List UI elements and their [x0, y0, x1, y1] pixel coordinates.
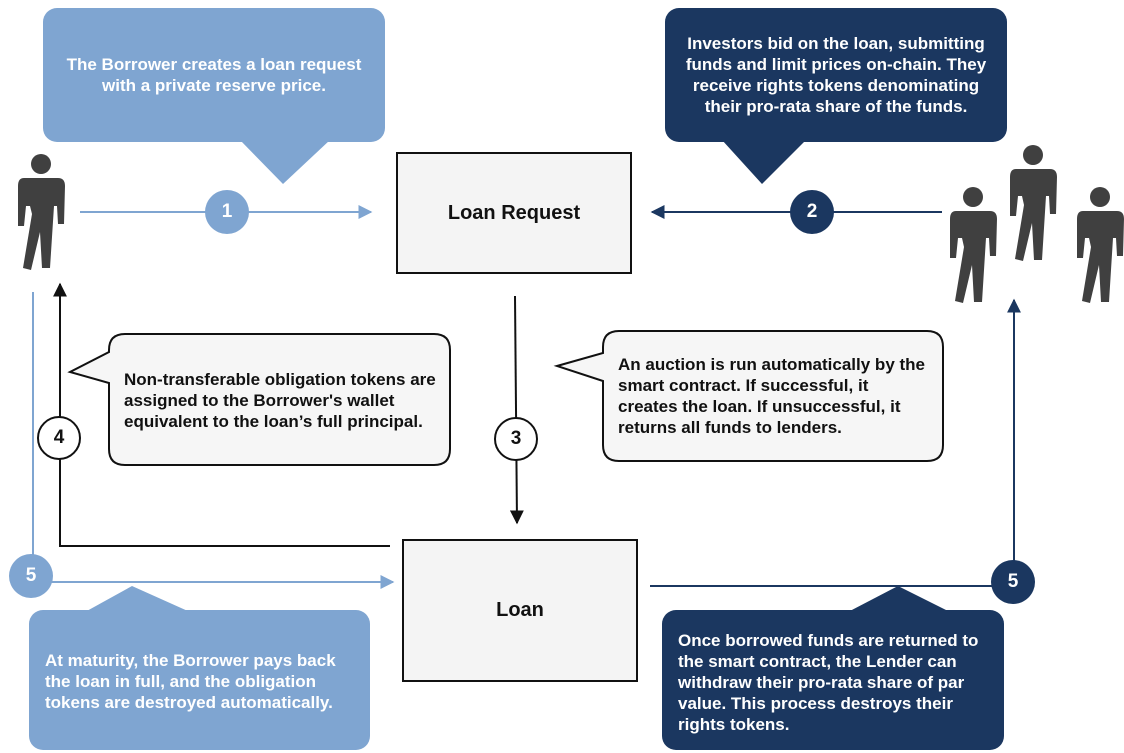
group-icon	[950, 145, 1124, 303]
step-number-5-left: 5	[25, 565, 37, 586]
loan-box	[402, 539, 638, 682]
callout-obligation-tokens: Non-transferable obligation tokens are a…	[124, 344, 436, 456]
callout-borrower-request: The Borrower creates a loan request with…	[55, 20, 373, 130]
loan-request-box	[396, 152, 632, 274]
loan-label: Loan	[496, 599, 544, 621]
callout-borrower-request-shape	[43, 8, 385, 184]
step-number-4: 4	[53, 427, 65, 448]
arrow-step-3	[509, 295, 524, 525]
step-circle-4	[37, 416, 81, 460]
callout-investors-bid: Investors bid on the loan, submitting fu…	[676, 14, 996, 136]
step-number-1: 1	[221, 201, 233, 222]
step-circle-5-right	[991, 560, 1035, 604]
callout-obligation-tokens-shape	[67, 333, 451, 466]
callout-lender-withdraw-text: Once borrowed funds are returned to the …	[678, 630, 979, 734]
step-number-5-right: 5	[1007, 571, 1019, 592]
callout-obligation-tokens-text: Non-transferable obligation tokens are a…	[124, 369, 436, 431]
callout-lender-withdraw: Once borrowed funds are returned to the …	[678, 620, 994, 744]
callout-maturity-shape	[29, 586, 370, 750]
callout-lender-withdraw-shape	[662, 586, 1004, 750]
step-circle-3	[494, 417, 538, 461]
callout-investors-bid-text: Investors bid on the loan, submitting fu…	[685, 34, 987, 116]
step-number-3: 3	[510, 428, 522, 449]
step-number-2: 2	[806, 201, 818, 222]
callout-borrower-request-text: The Borrower creates a loan request with…	[66, 55, 362, 95]
callout-maturity-text: At maturity, the Borrower pays back the …	[45, 650, 336, 712]
step-circle-5-left	[9, 554, 53, 598]
callout-auction-shape	[553, 330, 944, 462]
person-icon	[18, 154, 65, 270]
callout-maturity: At maturity, the Borrower pays back the …	[45, 622, 363, 740]
step-circle-2	[790, 190, 834, 234]
loan-request-label: Loan Request	[447, 201, 581, 224]
callout-investors-bid-shape	[665, 8, 1007, 184]
callout-auction: An auction is run automatically by the s…	[618, 340, 930, 452]
step-circle-1	[205, 190, 249, 234]
callout-auction-text: An auction is run automatically by the s…	[618, 355, 925, 437]
arrow-step-4	[53, 282, 390, 547]
